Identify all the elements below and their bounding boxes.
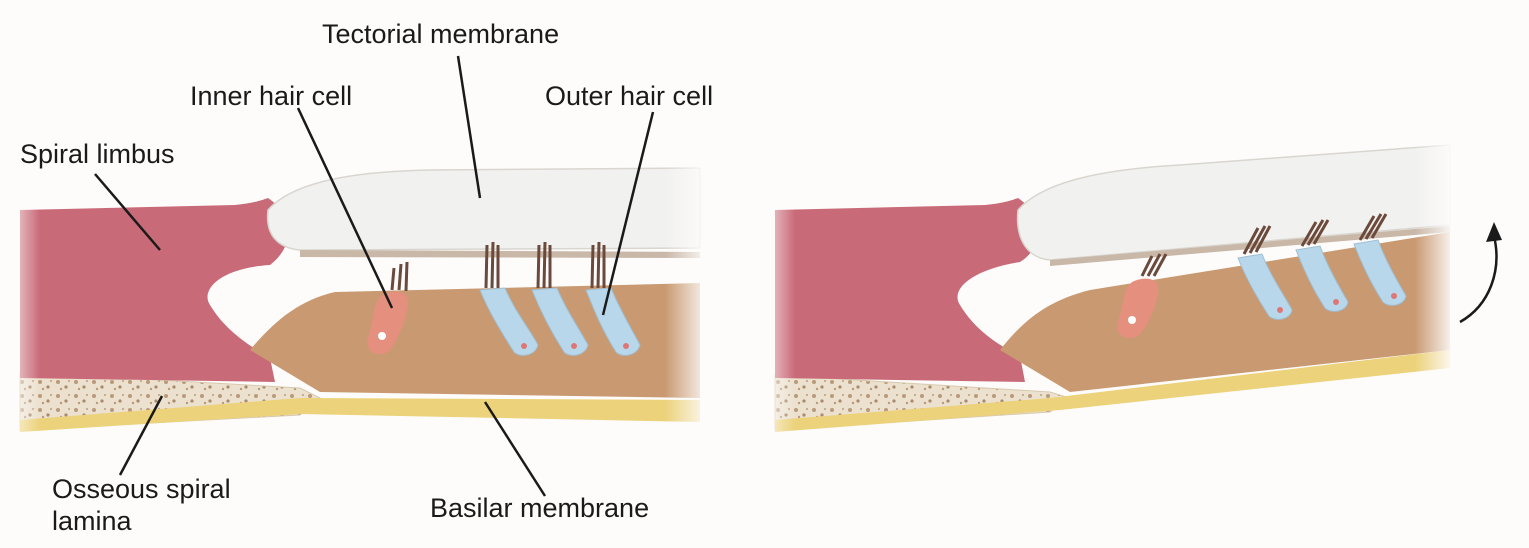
label-basilar-membrane: Basilar membrane [430, 492, 649, 524]
resting-state-panel [0, 150, 710, 450]
label-inner-hair-cell: Inner hair cell [190, 80, 352, 112]
label-spiral-limbus: Spiral limbus [20, 138, 175, 170]
spiral-limbus-shape-right [775, 198, 1039, 382]
label-tectorial-membrane: Tectorial membrane [322, 18, 559, 50]
label-osseous-spiral-lamina: Osseous spiral lamina [52, 473, 231, 537]
label-outer-hair-cell: Outer hair cell [545, 80, 713, 112]
spiral-limbus-shape [20, 198, 289, 382]
deflected-state-panel [755, 130, 1502, 450]
upward-deflection-arrow-icon [1460, 222, 1502, 322]
